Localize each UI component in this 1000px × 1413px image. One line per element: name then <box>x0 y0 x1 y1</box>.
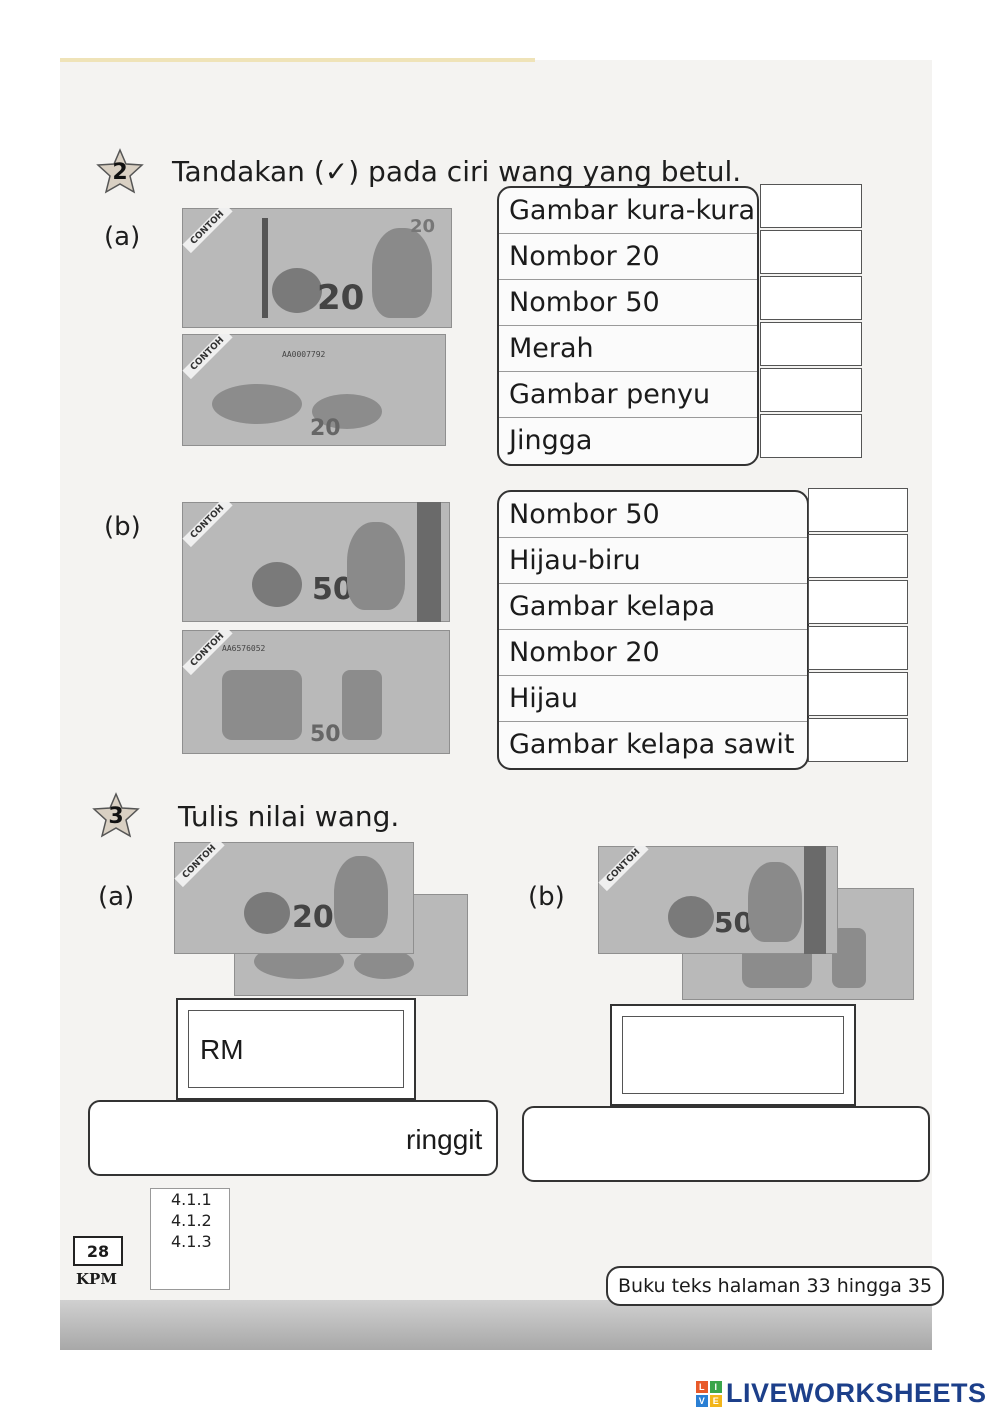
question-2a-label: (a) <box>104 222 141 252</box>
footer-landscape <box>60 1300 932 1350</box>
contoh-stamp: CONTOH <box>174 842 225 888</box>
option-row: Jingga <box>509 424 593 456</box>
contoh-stamp: CONTOH <box>182 208 233 254</box>
option-row: Merah <box>499 326 757 372</box>
learning-standard-codes: 4.1.1 4.1.2 4.1.3 <box>150 1188 230 1290</box>
tick-box[interactable] <box>760 322 862 366</box>
rm-answer-input[interactable] <box>622 1016 844 1094</box>
rm50-note-front: CONTOH 50 <box>598 846 838 954</box>
option-row: Gambar kelapa <box>499 584 807 630</box>
rm50-note-front: CONTOH 50 <box>182 502 450 622</box>
option-row: Nombor 20 <box>499 234 757 280</box>
rm20-note-back: CONTOH AA0007792 20 <box>182 334 446 446</box>
contoh-stamp: CONTOH <box>182 502 233 548</box>
tick-box[interactable] <box>808 580 908 624</box>
note-number: 20 <box>317 278 365 318</box>
rm20-note-front: CONTOH 20 <box>174 842 414 954</box>
rm20-note-front: CONTOH 20 20 <box>182 208 452 328</box>
note-number: 50 <box>310 722 341 747</box>
question-3-instruction: Tulis nilai wang. <box>178 800 400 833</box>
tick-box[interactable] <box>808 718 908 762</box>
code-item: 4.1.3 <box>171 1232 212 1251</box>
note-number: 20 <box>292 900 334 935</box>
note-corner-number: 20 <box>410 216 436 237</box>
rm-label: RM <box>200 1034 244 1065</box>
question-2-instruction: Tandakan (✓) pada ciri wang yang betul. <box>172 155 742 188</box>
turtle-image <box>312 394 382 429</box>
contoh-stamp: CONTOH <box>182 334 233 380</box>
turtle-image <box>212 384 302 424</box>
tick-box[interactable] <box>760 414 862 458</box>
ringgit-answer-input[interactable] <box>522 1106 930 1182</box>
ringgit-answer-input[interactable] <box>88 1100 498 1176</box>
flower-motif <box>668 896 714 938</box>
code-item: 4.1.2 <box>171 1211 212 1230</box>
textbook-reference: Buku teks halaman 33 hingga 35 <box>606 1266 945 1306</box>
farmer-image <box>342 670 382 740</box>
code-item: 4.1.1 <box>171 1190 212 1209</box>
turtle-image <box>354 949 414 979</box>
ringgit-label: ringgit <box>406 1124 483 1155</box>
portrait-image <box>748 862 802 942</box>
tick-box[interactable] <box>760 230 862 274</box>
contoh-stamp: CONTOH <box>598 846 649 892</box>
tick-box[interactable] <box>808 626 908 670</box>
option-row: Nombor 50 <box>499 492 807 538</box>
note-number: 20 <box>310 416 341 441</box>
page-number: 28 <box>73 1236 123 1266</box>
tick-box[interactable] <box>760 368 862 412</box>
tick-box[interactable] <box>760 184 862 228</box>
option-row: Gambar kura-kura <box>499 188 757 234</box>
liveworksheets-logo-icon: L I V E <box>696 1380 722 1407</box>
tick-box[interactable] <box>808 488 908 532</box>
question-2a-options: Gambar kura-kura Nombor 20 Nombor 50 Mer… <box>497 186 759 466</box>
option-row: Nombor 50 <box>499 280 757 326</box>
note-number: 50 <box>312 572 354 607</box>
rm50-note-back: CONTOH AA6576052 50 <box>182 630 450 754</box>
question-2b-options: Nombor 50 Hijau-biru Gambar kelapa Nombo… <box>497 490 809 770</box>
note-number: 50 <box>714 906 753 939</box>
publisher-logo: KPM <box>76 1270 117 1288</box>
portrait-image <box>334 856 388 938</box>
brand-name: LIVEWORKSHEETS <box>726 1378 987 1408</box>
option-row: Gambar kelapa sawit <box>509 728 795 760</box>
rm-answer-input[interactable] <box>188 1010 404 1088</box>
tick-box[interactable] <box>808 672 908 716</box>
oil-palm-image <box>222 670 302 740</box>
portrait-image <box>347 522 405 610</box>
tick-box[interactable] <box>808 534 908 578</box>
option-row: Hijau <box>499 676 807 722</box>
top-rule <box>60 58 535 62</box>
flower-motif <box>244 892 290 934</box>
liveworksheets-brand: L I V E LIVEWORKSHEETS <box>696 1378 987 1409</box>
question-2-number-star: 2 <box>96 148 144 196</box>
question-3b-label: (b) <box>528 882 565 912</box>
option-row: Hijau-biru <box>499 538 807 584</box>
flower-motif <box>252 562 302 607</box>
serial-number: AA6576052 <box>222 644 266 653</box>
tick-box[interactable] <box>760 276 862 320</box>
question-2b-label: (b) <box>104 512 141 542</box>
option-row: Nombor 20 <box>499 630 807 676</box>
option-row: Gambar penyu <box>499 372 757 418</box>
question-3-number-star: 3 <box>92 792 140 840</box>
portrait-image <box>372 228 432 318</box>
serial-number: AA0007792 <box>282 350 326 359</box>
flower-motif <box>272 268 322 313</box>
question-3a-label: (a) <box>98 882 135 912</box>
